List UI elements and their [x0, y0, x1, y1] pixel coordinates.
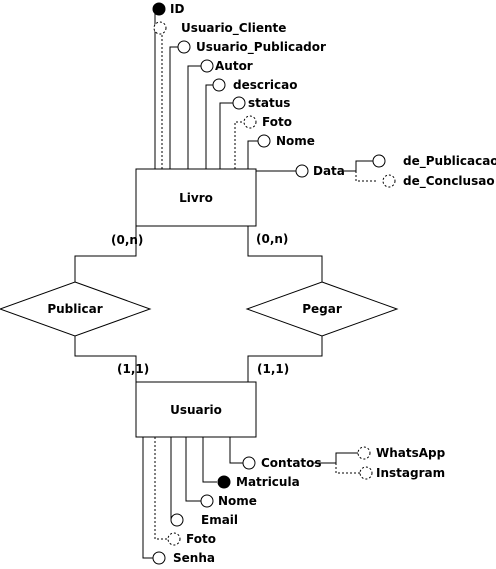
usuario-attribute-nome[interactable]: Nome — [200, 494, 257, 508]
composite-attribute-icon — [295, 164, 309, 178]
attribute-icon — [257, 134, 271, 148]
optional-attribute-icon — [153, 21, 167, 35]
livro-attribute-usuario-cliente[interactable]: Usuario_Cliente — [153, 21, 286, 36]
livro-attribute-de-conclusao-label: de_Conclusao — [403, 174, 495, 189]
usuario-attribute-instagram[interactable]: Instagram — [359, 466, 445, 480]
livro-attribute-descricao-label: descricao — [233, 78, 297, 92]
usuario-attribute-contatos-label: Contatos — [261, 456, 322, 470]
livro-attribute-nome-label: Nome — [276, 134, 315, 148]
usuario-attribute-contatos[interactable]: Contatos — [242, 456, 322, 470]
entity-usuario[interactable]: Usuario — [135, 381, 257, 438]
livro-attribute-de-publicacao-label: de_Publicacao — [403, 154, 496, 169]
usuario-attribute-whatsapp-label: WhatsApp — [376, 446, 446, 460]
key-attribute-icon — [217, 475, 231, 489]
relationship-pegar-diamond — [245, 281, 399, 337]
livro-attribute-id-label: ID — [170, 2, 184, 16]
relationship-publicar-diamond — [0, 281, 152, 337]
attribute-icon — [232, 96, 246, 110]
entity-livro-box — [135, 168, 257, 227]
attribute-icon — [212, 78, 226, 92]
livro-attribute-usuario-publicador[interactable]: Usuario_Publicador — [177, 40, 326, 55]
entity-livro[interactable]: Livro — [135, 168, 257, 227]
relationship-publicar-label: Publicar — [47, 302, 102, 316]
livro-attribute-de-publicacao[interactable]: de_Publicacao — [372, 154, 496, 169]
livro-attribute-usuario-cliente-label: Usuario_Cliente — [181, 21, 286, 36]
livro-attribute-nome[interactable]: Nome — [257, 134, 315, 148]
livro-attribute-de-conclusao[interactable]: de_Conclusao — [382, 174, 495, 189]
optional-attribute-icon — [167, 532, 181, 546]
livro-attribute-usuario-publicador-label: Usuario_Publicador — [196, 40, 326, 55]
entity-usuario-label: Usuario — [170, 403, 222, 417]
attribute-icon — [152, 551, 166, 565]
attribute-icon — [177, 40, 191, 54]
usuario-attribute-instagram-label: Instagram — [376, 466, 445, 480]
livro-attribute-autor-label: Autor — [215, 59, 253, 73]
livro-attribute-descricao[interactable]: descricao — [212, 78, 297, 92]
livro-attribute-status[interactable]: status — [232, 96, 290, 110]
optional-attribute-icon — [243, 115, 257, 129]
cardinality-usuario-pegar: (1,1) — [257, 362, 289, 376]
optional-attribute-icon — [359, 466, 373, 480]
usuario-attribute-senha[interactable]: Senha — [152, 551, 215, 565]
usuario-attribute-foto-label: Foto — [186, 532, 216, 546]
relationship-lines — [74, 226, 323, 382]
usuario-attribute-nome-label: Nome — [218, 494, 257, 508]
livro-attribute-foto[interactable]: Foto — [243, 115, 292, 129]
usuario-attribute-senha-label: Senha — [173, 551, 215, 565]
attribute-icon — [200, 59, 214, 73]
cardinality-livro-publicar: (0,n) — [111, 233, 143, 247]
composite-attribute-icon — [242, 456, 256, 470]
livro-attribute-autor[interactable]: Autor — [200, 59, 253, 73]
livro-attribute-id[interactable]: ID — [152, 2, 184, 16]
optional-attribute-icon — [382, 174, 396, 188]
usuario-attribute-matricula-label: Matricula — [236, 475, 300, 489]
relationship-publicar[interactable]: Publicar — [0, 281, 152, 337]
usuario-attribute-email-label: Email — [201, 513, 238, 527]
livro-attribute-status-label: status — [248, 96, 290, 110]
key-attribute-icon — [152, 2, 166, 16]
attribute-icon — [200, 494, 214, 508]
attribute-icon — [170, 513, 184, 527]
livro-attribute-data[interactable]: Data — [295, 164, 345, 178]
usuario-attribute-foto[interactable]: Foto — [167, 532, 216, 546]
cardinality-usuario-publicar: (1,1) — [117, 362, 149, 376]
relationship-pegar[interactable]: Pegar — [245, 281, 399, 337]
usuario-attribute-matricula[interactable]: Matricula — [217, 475, 300, 489]
entity-usuario-box — [135, 381, 257, 438]
livro-attribute-data-label: Data — [313, 164, 345, 178]
usuario-attribute-whatsapp[interactable]: WhatsApp — [357, 446, 446, 460]
relationship-pegar-label: Pegar — [302, 302, 342, 316]
entity-livro-label: Livro — [179, 191, 213, 205]
livro-attribute-foto-label: Foto — [262, 115, 292, 129]
usuario-attribute-email[interactable]: Email — [170, 513, 238, 527]
optional-attribute-icon — [357, 446, 371, 460]
attribute-icon — [372, 154, 386, 168]
cardinality-livro-pegar: (0,n) — [256, 232, 288, 246]
